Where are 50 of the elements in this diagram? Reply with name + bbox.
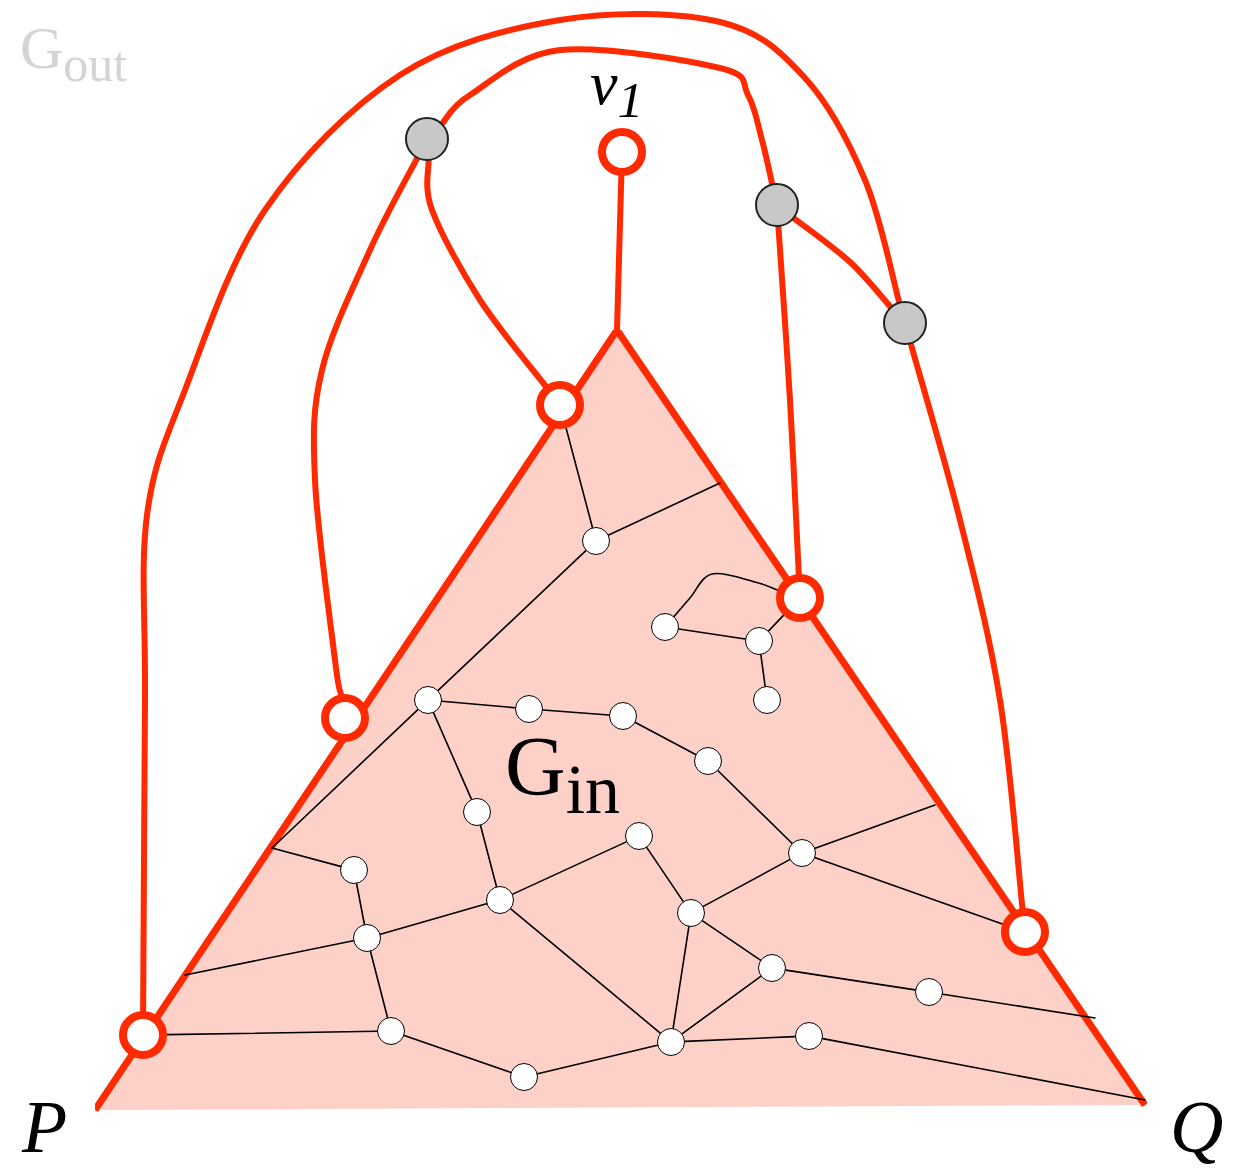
- edge-line: [942, 993, 1096, 1019]
- ring-vertex: [321, 694, 369, 742]
- edge-line: [681, 975, 762, 1035]
- edge-line: [614, 173, 625, 333]
- edge-line: [785, 969, 916, 991]
- edge-line: [821, 1037, 1146, 1101]
- edge-line: [166, 1030, 378, 1036]
- edge-line: [432, 712, 473, 800]
- edge-line: [536, 1044, 659, 1075]
- edge-line: [184, 940, 355, 976]
- edge-line: [814, 804, 936, 850]
- shaded-vertex: [883, 301, 927, 345]
- edge-line: [717, 770, 793, 844]
- edge-line: [646, 846, 684, 903]
- edge-line: [607, 482, 721, 536]
- edge-line: [767, 614, 785, 632]
- edge-line: [441, 700, 516, 709]
- edge-line: [439, 46, 776, 187]
- shaded-vertex: [405, 117, 449, 161]
- edge-line: [814, 856, 1004, 925]
- edge-line: [403, 1034, 512, 1074]
- edge-line: [369, 950, 389, 1019]
- edge-line: [437, 549, 587, 692]
- ring-vertex: [536, 381, 584, 429]
- edge-line: [678, 628, 746, 640]
- edge-line: [479, 824, 498, 888]
- shaded-vertex: [755, 183, 799, 227]
- edge-line: [542, 709, 610, 716]
- edge-line: [140, 11, 903, 1014]
- edge-line: [355, 882, 366, 926]
- corner-label: Q: [1170, 1090, 1224, 1164]
- edge-line: [760, 654, 766, 687]
- edge-line: [702, 858, 791, 908]
- corner-label: P: [22, 1090, 68, 1164]
- edge-line: [509, 908, 662, 1034]
- ring-vertex: [598, 128, 646, 176]
- edge-line: [565, 427, 594, 529]
- vertex-label: v$_{1}$: [590, 52, 644, 127]
- edge-line: [701, 920, 762, 961]
- edge-line: [673, 572, 779, 618]
- edge-line: [271, 847, 342, 868]
- edge-line: [791, 215, 894, 310]
- edge-line: [271, 708, 419, 849]
- edge-line: [634, 721, 697, 756]
- edge-line: [379, 903, 488, 935]
- ring-vertex: [119, 1011, 167, 1059]
- edge-line: [684, 1035, 796, 1043]
- edge-line: [672, 926, 690, 1029]
- edge-line: [511, 841, 628, 895]
- graph-label: G$_{in}$: [505, 725, 621, 825]
